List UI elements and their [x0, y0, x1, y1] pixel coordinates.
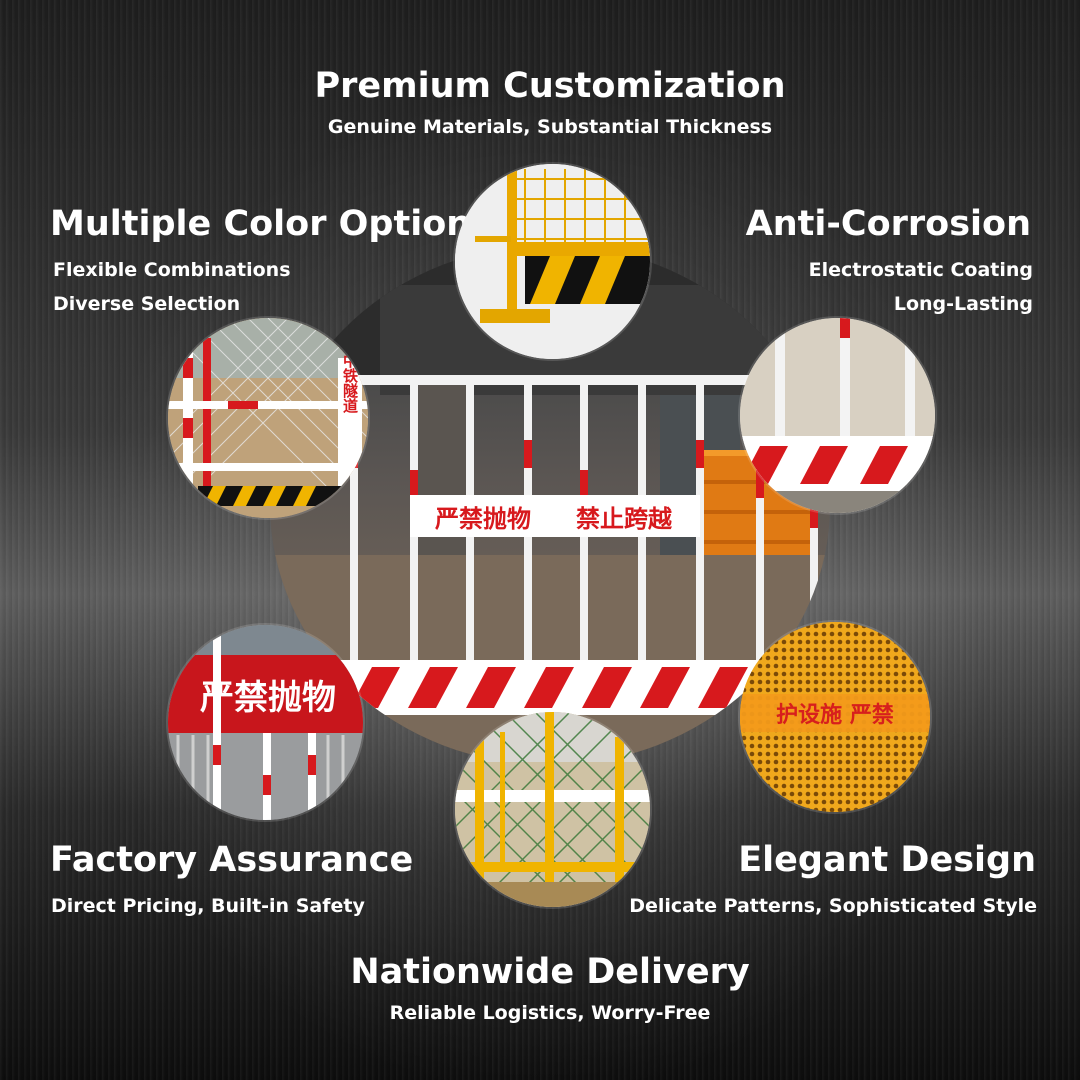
hero-stripe [524, 667, 574, 708]
hero-stripe [466, 667, 516, 708]
top-right-line1: Electrostatic Coating [808, 259, 1033, 281]
circle-yellow-green-mesh [455, 712, 650, 907]
bottom-title: Nationwide Delivery [350, 952, 750, 992]
bottom-left-subtitle: Direct Pricing, Built-in Safety [51, 895, 365, 917]
fence-bar [756, 375, 764, 665]
top-title: Premium Customization [314, 66, 786, 106]
circle-red-white-mesh: 中国中铁隧道 [168, 318, 368, 518]
hero-sign-right: 禁止跨越 [576, 505, 673, 533]
top-left-title: Multiple Color Options [50, 204, 492, 244]
orange-sign-text: 护设施 严禁 [776, 702, 894, 728]
circle-red-stripe-panel [740, 318, 935, 513]
circle-perforated-orange: 护设施 严禁 [740, 622, 930, 812]
hero-stripe [698, 667, 748, 708]
bottom-left-title: Factory Assurance [50, 840, 414, 880]
red-sign-text: 严禁抛物 [200, 678, 336, 718]
fence-bar-red-segment [696, 440, 704, 468]
hero-sign-left: 严禁抛物 [435, 505, 531, 533]
bottom-subtitle: Reliable Logistics, Worry-Free [389, 1002, 711, 1024]
fence-bar-red-segment [580, 470, 588, 498]
top-right-line2: Long-Lasting [893, 293, 1033, 315]
circle-yellow-mesh [455, 164, 650, 359]
top-left-line2: Diverse Selection [53, 293, 241, 315]
hero-stripe [640, 667, 690, 708]
bottom-right-subtitle: Delicate Patterns, Sophisticated Style [629, 895, 1037, 917]
top-right-title: Anti-Corrosion [745, 204, 1031, 244]
circle-red-sign: 严禁抛物 [168, 625, 363, 820]
top-left-line1: Flexible Combinations [53, 259, 291, 281]
fence-bar-red-segment [524, 440, 532, 468]
fence-bar-red-segment [756, 470, 764, 498]
fence-bar-red-segment [810, 500, 818, 528]
fence-bar-red-segment [410, 470, 418, 498]
top-subtitle: Genuine Materials, Substantial Thickness [327, 116, 773, 138]
hero-stripe [582, 667, 632, 708]
hero-stripe [408, 667, 458, 708]
fence-bar [350, 375, 358, 665]
bottom-right-title: Elegant Design [738, 840, 1036, 880]
hero-stripe [350, 667, 400, 708]
